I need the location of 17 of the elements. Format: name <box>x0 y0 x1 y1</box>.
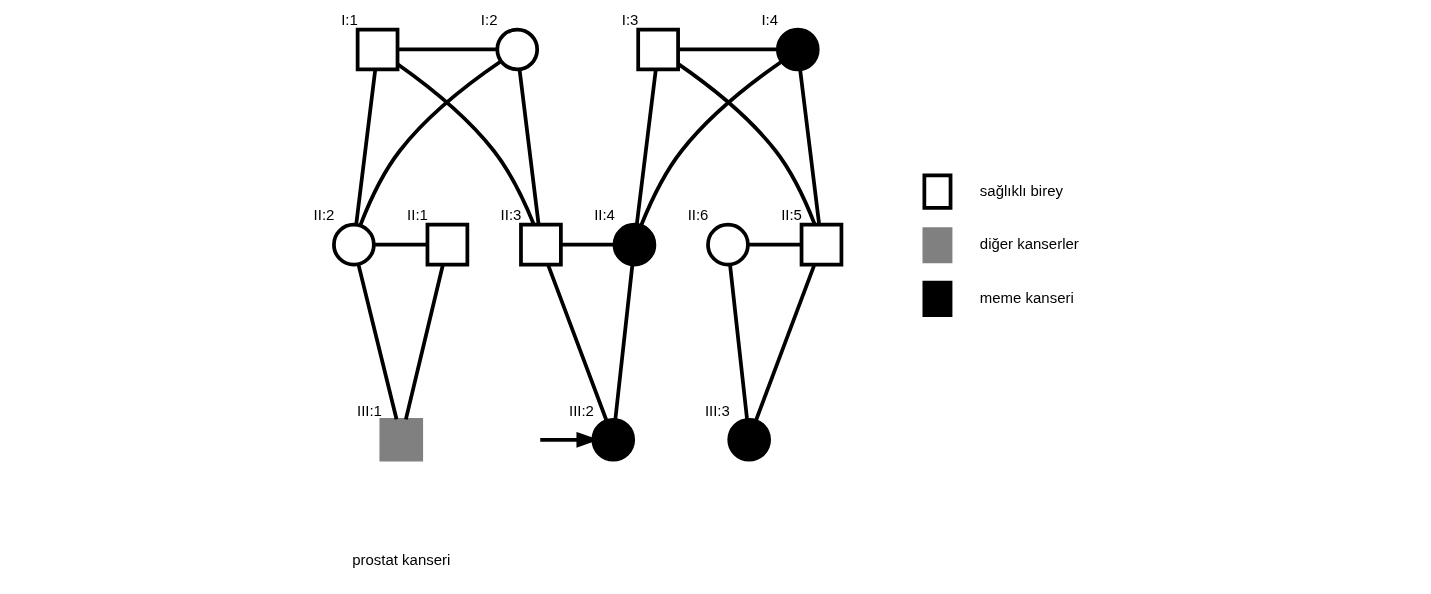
node-label: I:2 <box>480 11 498 29</box>
node-label: III:3 <box>704 401 730 419</box>
node-label: II:3 <box>500 206 522 224</box>
legend-label: meme kanseri <box>979 288 1074 306</box>
node-label: I:4 <box>761 11 779 29</box>
node-label: III:1 <box>357 401 382 419</box>
node-label: II:5 <box>781 206 802 224</box>
node-label: II:1 <box>407 206 428 224</box>
node-label: III:2 <box>568 401 594 419</box>
node-label: II:4 <box>594 206 615 224</box>
node-label: II:2 <box>313 206 335 224</box>
node-label: I:1 <box>341 11 358 29</box>
node-label: I:3 <box>621 11 639 29</box>
label: prostat kanseri <box>352 550 451 568</box>
node-label: II:6 <box>687 206 709 224</box>
legend-label: sağlıklı birey <box>979 181 1063 199</box>
legend-label: diğer kanserler <box>979 235 1079 253</box>
